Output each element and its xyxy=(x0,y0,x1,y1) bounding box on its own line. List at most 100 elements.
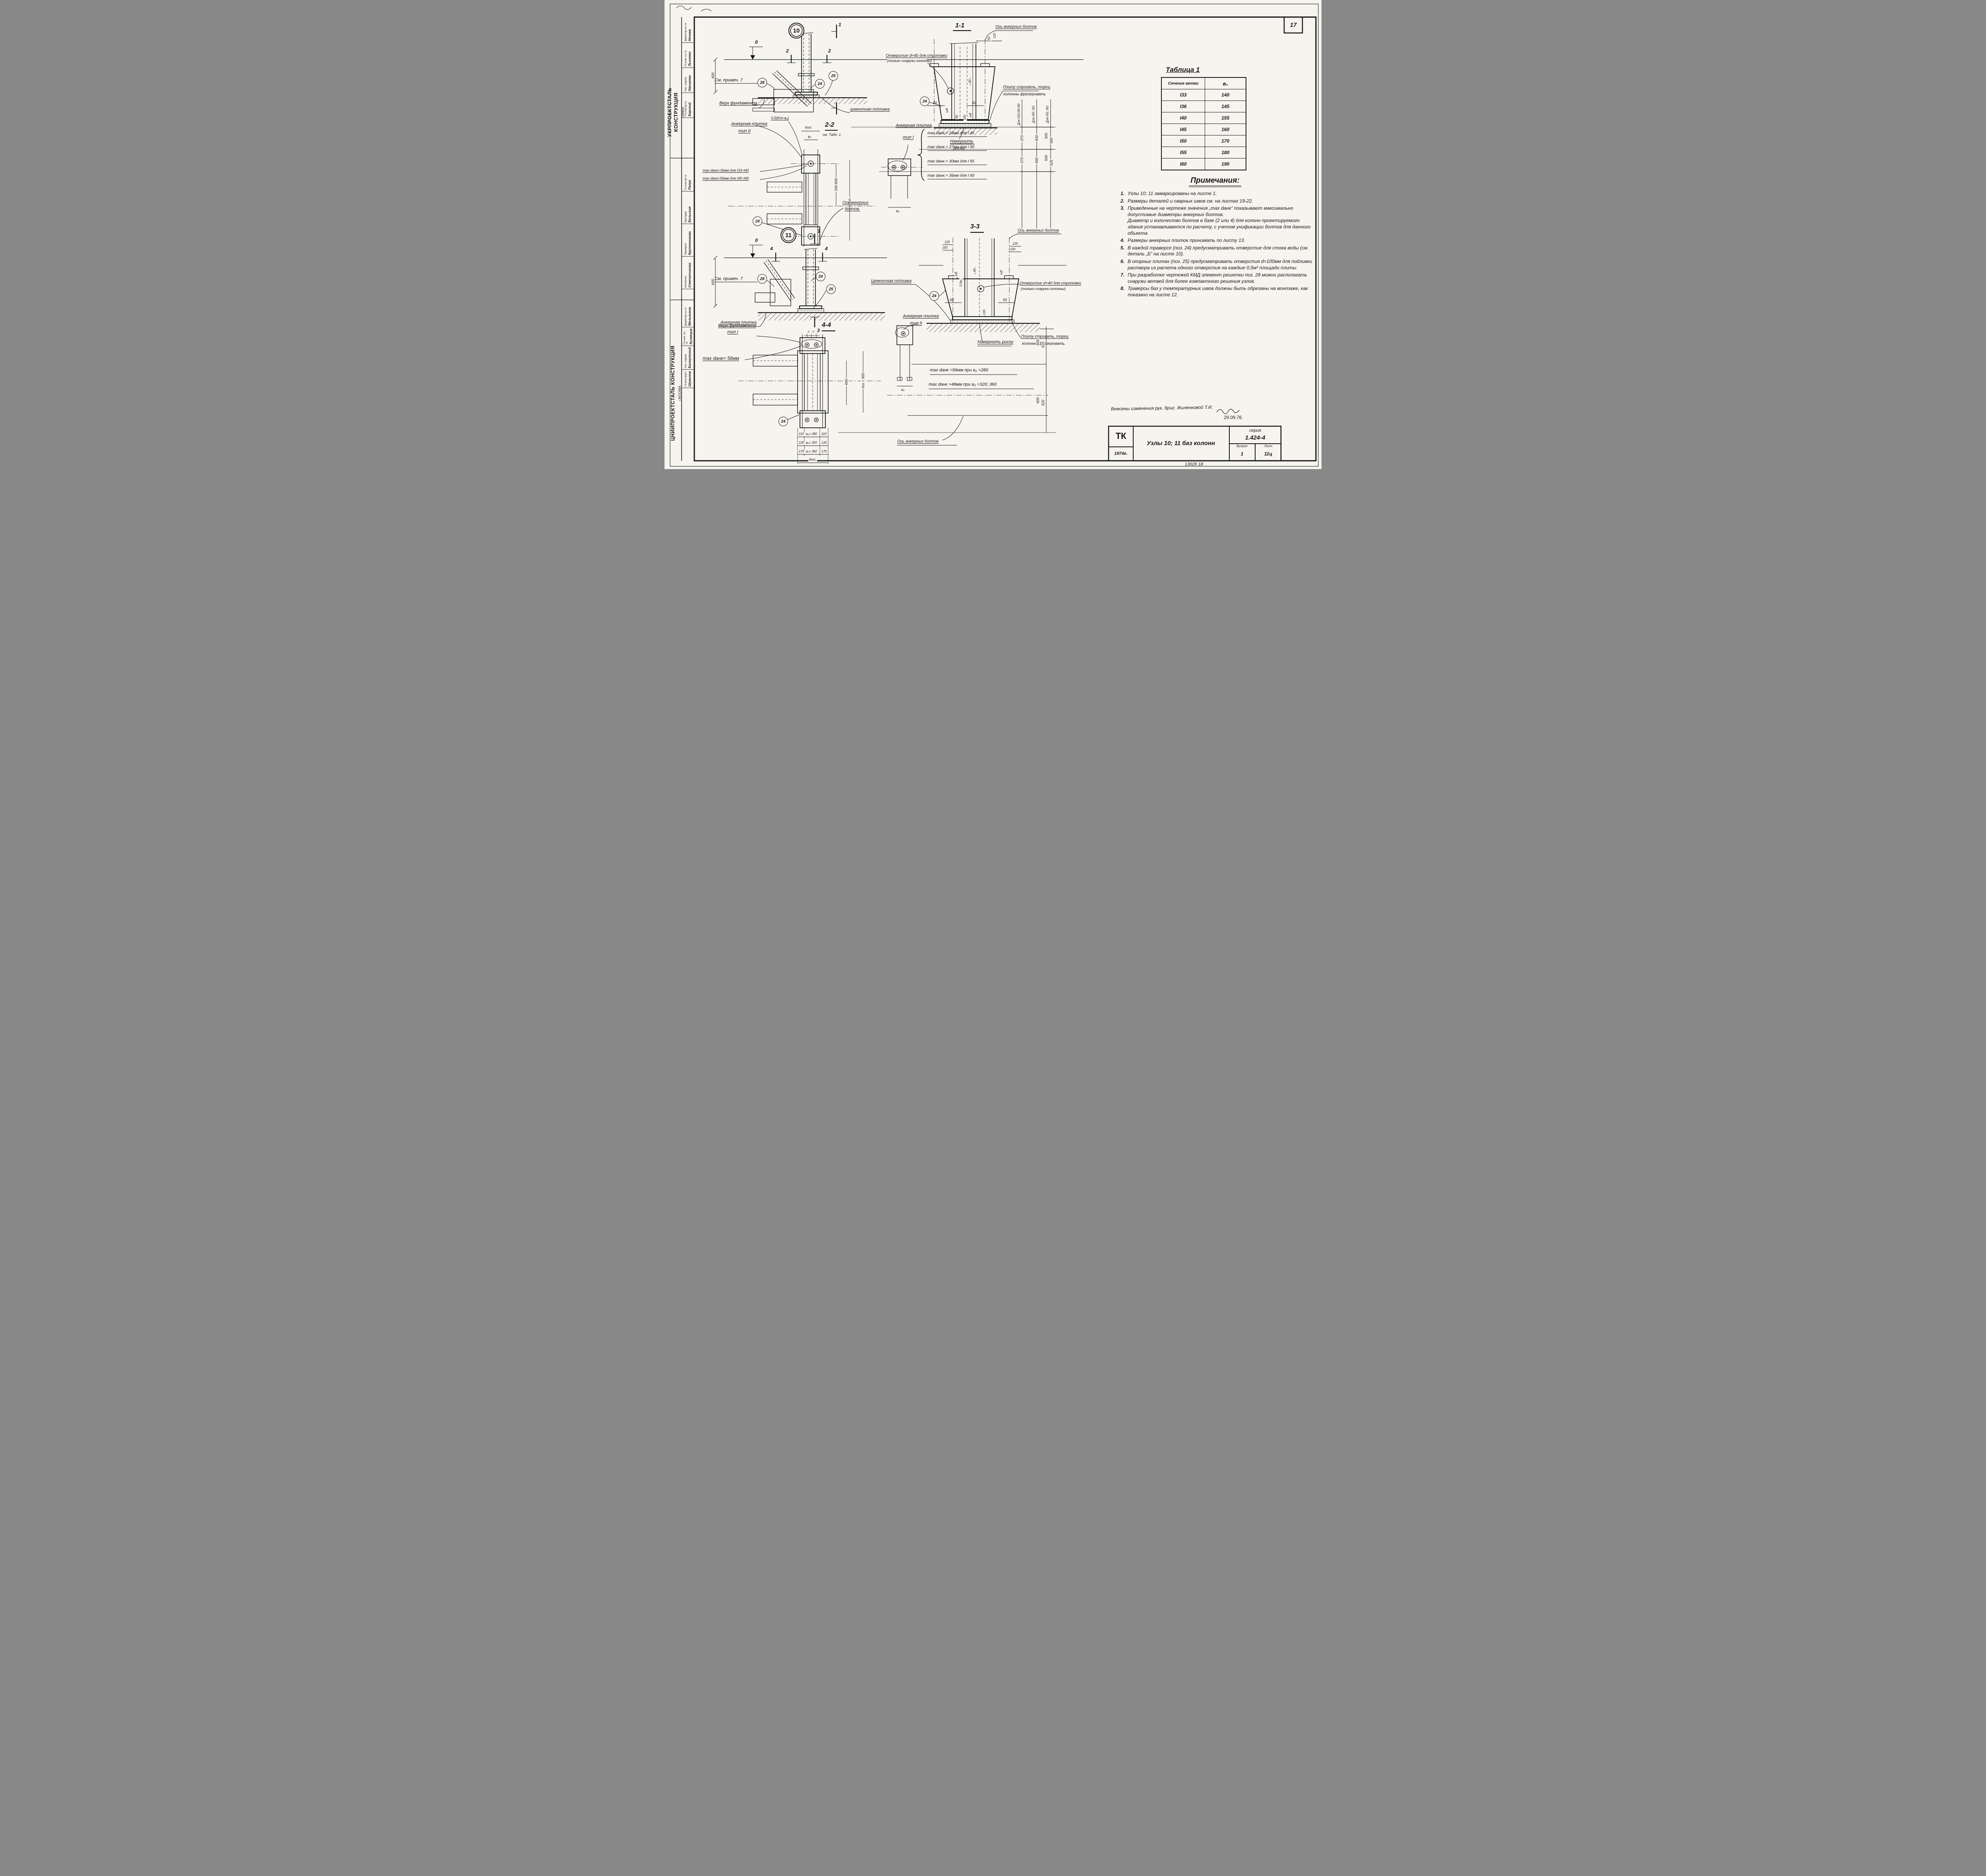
dim-kpl: Кпл. xyxy=(805,126,812,129)
node-marker-10: 10 xyxy=(788,23,804,39)
table-cell: 170 xyxy=(1205,135,1246,147)
section-mark-2l: 2 xyxy=(786,48,789,54)
table-cell: I45 xyxy=(1161,124,1205,135)
anchor-axis-label: Ось анкерных болтов xyxy=(1018,228,1059,233)
stamp-role: Нач. отдела xyxy=(684,77,687,91)
sheet-label: Лист xyxy=(1264,444,1273,448)
width-row3-b: в₀= 360 xyxy=(805,450,818,454)
anchor-plate-1-label-2: тип I xyxy=(903,135,914,140)
stamp-name: Кузнецов xyxy=(688,328,693,344)
foundation-top-label: Верх фундамента xyxy=(718,323,756,328)
note-text: Приведенные на чертеже значения „max dан… xyxy=(1128,205,1311,236)
dimcol-label-3: Для I55; I60 xyxy=(1045,105,1050,124)
balloon-28: 28 xyxy=(757,78,767,87)
hole-label-1: Отверстие d=40 для строповки xyxy=(1020,281,1081,286)
balloon-24-number: 24 xyxy=(818,274,823,279)
balloon-28-number: 28 xyxy=(760,276,765,281)
stamp-name: Мельников xyxy=(687,307,692,326)
balloon-24-number: 24 xyxy=(922,99,927,104)
stamp-role: Бригадир xyxy=(684,211,687,222)
dim-150: 150 xyxy=(987,36,991,43)
stamp-kiev-org: УКРПРОЕКТСТАЛЬ КОНСТРУКЦИЯ г.КИЕВ xyxy=(667,70,684,155)
stamp-role: Проверил xyxy=(684,243,687,255)
stamp-role: Гл.конструкт. xyxy=(684,371,687,387)
dim-b0: в₀ xyxy=(808,135,811,139)
table-cell: I36 xyxy=(1161,100,1205,112)
note-item: 2.Размеры деталей и сварных швов см. на … xyxy=(1116,198,1314,205)
section-mark-1: 1 xyxy=(838,22,841,27)
anchor-plate-1-label-1: Анкерная плитка xyxy=(721,320,757,325)
note-number: 4. xyxy=(1120,238,1124,243)
width-row1-b: в₀= 280 xyxy=(805,432,818,436)
note-number: 1. xyxy=(1120,191,1124,196)
balloon-25-number: 25 xyxy=(829,287,833,292)
dim-50-left: 50 xyxy=(933,101,937,105)
stamp-role: Гл.инж.пр-та xyxy=(684,175,687,190)
punch-label-2: риску. xyxy=(953,146,966,151)
see-note-7-label: См. примеч. 7 xyxy=(715,78,743,83)
issue-number: 1 xyxy=(1240,451,1244,457)
table-cell: 180 xyxy=(1205,147,1246,158)
dim-b0-plate2: в₀ xyxy=(901,388,905,392)
stamp-role: Нач. отдела xyxy=(684,354,687,369)
stamp-name: Степанчикова xyxy=(687,263,692,288)
stamp-role: Исполнил xyxy=(684,276,687,288)
note-number: 7. xyxy=(1120,272,1124,278)
note-text: Размеры анкерных плиток принимать по лис… xyxy=(1128,238,1245,243)
drawing-title: Узлы 10; 11 баз колонн xyxy=(1147,440,1215,447)
see-note-7-label: См. примеч. 7 xyxy=(715,276,743,281)
table-cell: 140 xyxy=(1205,89,1246,101)
stamp-role: Гл.инж. ин-та xyxy=(683,331,689,344)
note-number: 2. xyxy=(1120,198,1124,204)
plane-label-1: Плиту строгать, торец xyxy=(1021,334,1068,339)
max-danc-row-2: max dанк.= 27мм для I 50 xyxy=(927,145,974,149)
notes-list: 1. Узлы 10; 11 замаркированы на листе 1. 2… xyxy=(1116,191,1314,298)
max-danc-row-3: max dанк.= 30мм для I 55 xyxy=(927,159,974,164)
table-cell: I40 xyxy=(1161,112,1205,124)
dim-80: 80 xyxy=(973,267,977,273)
dimcol-label-2: Для I45; I50 xyxy=(1032,105,1036,124)
note-number: 5. xyxy=(1120,245,1124,251)
weld-mark-left: ш8 xyxy=(945,107,949,114)
note-text: Траверсы баз у температурных швов должны… xyxy=(1128,286,1308,298)
weld-mark-right: ш8 xyxy=(968,112,973,118)
note-number: 8. xyxy=(1120,286,1124,292)
stamp-role: Гл.инж. ин-та xyxy=(684,50,687,66)
section-mark-2r: 2 xyxy=(828,48,831,54)
note-text: Узлы 10; 11 замаркированы на листе 1. xyxy=(1128,191,1217,196)
bolt-axis-label-1: Ось анкерных xyxy=(842,201,869,205)
weld-mark-left: ш8 xyxy=(954,271,958,277)
anchor-plate-2-label-1: Анкерная плитка xyxy=(903,314,939,319)
node-11-number: 11 xyxy=(785,232,792,239)
stamp-moscow-org: ЦНИИПРОЕКТСТАЛЬ КОНСТРУКЦИЯ г.МОСКВА xyxy=(670,328,682,459)
side-dim-top-520: 520 xyxy=(1041,341,1045,349)
col-header-b0: в₀ xyxy=(1205,77,1246,89)
balloon-25-number: 25 xyxy=(831,73,836,78)
balloon-24: 24 xyxy=(920,97,929,106)
plane-label-2: колонны фрезеровать xyxy=(1003,92,1046,97)
table-1-title: Таблица 1 xyxy=(1166,66,1200,73)
notes-title: Примечания: xyxy=(1116,176,1314,187)
stamp-role: Гл.инж.пр-та xyxy=(684,101,687,116)
stamp-name: Бахмутский xyxy=(687,347,692,369)
side-dim-top-600: 600 xyxy=(1036,338,1040,346)
dimcol-bot-370: 370 xyxy=(1020,156,1024,164)
dim-100: 100 xyxy=(963,114,967,121)
dim-50-left: 50 xyxy=(950,298,954,302)
weld-mark-right: ш8 xyxy=(999,269,1004,276)
dimcol-top-430: 430 xyxy=(1034,134,1039,142)
anchor-plate-2-label-2: тип II xyxy=(738,129,751,133)
note-number: 6. xyxy=(1120,258,1124,264)
hole-label-1: Отверстие d=40 для строповки xyxy=(886,54,947,58)
node-marker-11: 11 xyxy=(780,227,796,243)
note-text: При разработке чертежей КМД элемент реше… xyxy=(1128,272,1307,284)
doc-code: 13026 18 xyxy=(1185,462,1203,467)
note-item: 6.В опорных плитах (поз. 25) предусматри… xyxy=(1116,259,1314,271)
dim-kpl: Кпл. xyxy=(808,458,817,462)
grout-label: цементная подливка xyxy=(850,107,890,112)
sheet-number: 17 xyxy=(1290,21,1297,29)
